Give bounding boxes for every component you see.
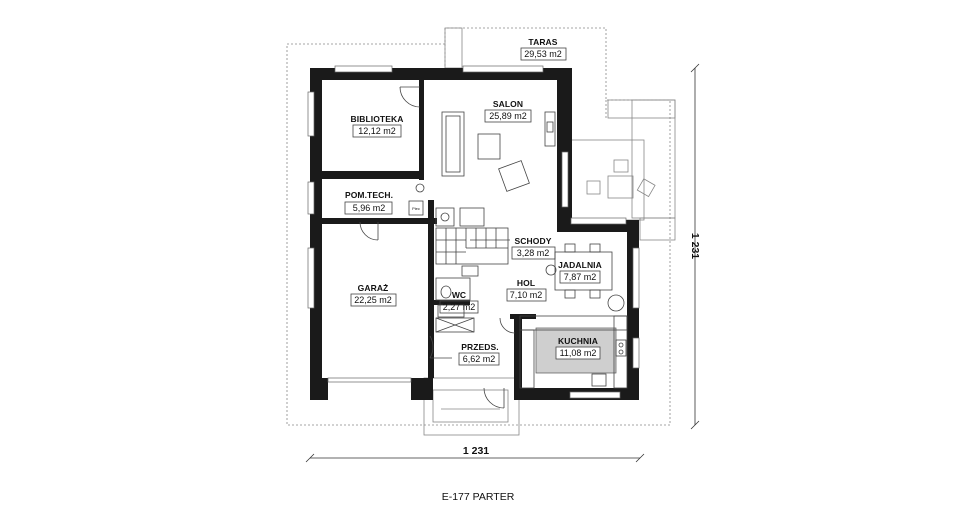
room-label-wc: WC 2,27 m2 — [439, 290, 479, 314]
terrace-deck — [444, 27, 676, 241]
wc-fixtures — [435, 277, 471, 318]
svg-text:6,62 m2: 6,62 m2 — [463, 354, 496, 364]
svg-text:3,28 m2: 3,28 m2 — [517, 248, 550, 258]
plan-title: E-177 PARTER — [442, 491, 515, 503]
room-label-pomtech: POM.TECH. 5,96 m2 — [344, 190, 393, 215]
dimension-width: 1 231 — [305, 445, 645, 463]
doors — [359, 86, 516, 409]
room-label-przeds: PRZEDS. 6,62 m2 — [458, 342, 500, 366]
room-label-kuchnia: KUCHNIA 11,08 m2 — [555, 336, 601, 360]
svg-text:11,08 m2: 11,08 m2 — [560, 348, 597, 358]
svg-text:HOL: HOL — [517, 278, 535, 288]
svg-text:GARAŻ: GARAŻ — [358, 283, 389, 293]
dimension-width-label: 1 231 — [463, 445, 489, 457]
entrance-steps — [423, 377, 520, 436]
room-label-salon: SALON 25,89 m2 — [484, 99, 532, 123]
staircase — [435, 207, 510, 277]
svg-text:7,87 m2: 7,87 m2 — [564, 272, 597, 282]
svg-text:22,25 m2: 22,25 m2 — [354, 295, 392, 305]
room-label-biblioteka: BIBLIOTEKA 12,12 m2 — [351, 114, 404, 138]
svg-text:BIBLIOTEKA: BIBLIOTEKA — [351, 114, 404, 124]
room-label-jadalnia: JADALNIA 7,87 m2 — [558, 260, 602, 284]
svg-text:PRZEDS.: PRZEDS. — [461, 342, 499, 352]
boiler-label: Piec — [412, 206, 420, 211]
svg-text:JADALNIA: JADALNIA — [558, 260, 602, 270]
room-label-schody: SCHODY 3,28 m2 — [511, 236, 556, 260]
hall-wardrobe — [435, 317, 475, 333]
svg-text:SCHODY: SCHODY — [515, 236, 552, 246]
room-label-taras: TARAS 29,53 m2 — [520, 37, 567, 61]
living-furniture — [441, 111, 556, 192]
svg-text:5,96 m2: 5,96 m2 — [353, 203, 386, 213]
svg-text:25,89 m2: 25,89 m2 — [489, 111, 527, 121]
garage-door — [327, 377, 412, 383]
dining-furniture — [545, 243, 625, 312]
interior-walls — [322, 80, 536, 378]
svg-text:2,27 m2: 2,27 m2 — [443, 302, 476, 312]
room-label-garaz: GARAŻ 22,25 m2 — [350, 283, 397, 307]
svg-text:29,53 m2: 29,53 m2 — [524, 49, 562, 59]
dimension-height: 1 231 — [689, 63, 701, 430]
svg-text:KUCHNIA: KUCHNIA — [558, 336, 598, 346]
tech-fixtures: Piec — [408, 183, 425, 216]
dimension-height-label: 1 231 — [689, 233, 701, 259]
plot-outline — [286, 27, 671, 426]
svg-text:POM.TECH.: POM.TECH. — [345, 190, 393, 200]
windows — [307, 65, 640, 399]
svg-text:12,12 m2: 12,12 m2 — [358, 126, 396, 136]
side-terrace — [567, 139, 656, 221]
svg-text:WC: WC — [452, 290, 466, 300]
svg-text:TARAS: TARAS — [528, 37, 557, 47]
room-label-hol: HOL 7,10 m2 — [506, 278, 547, 302]
svg-text:SALON: SALON — [493, 99, 523, 109]
svg-text:7,10 m2: 7,10 m2 — [510, 290, 543, 300]
